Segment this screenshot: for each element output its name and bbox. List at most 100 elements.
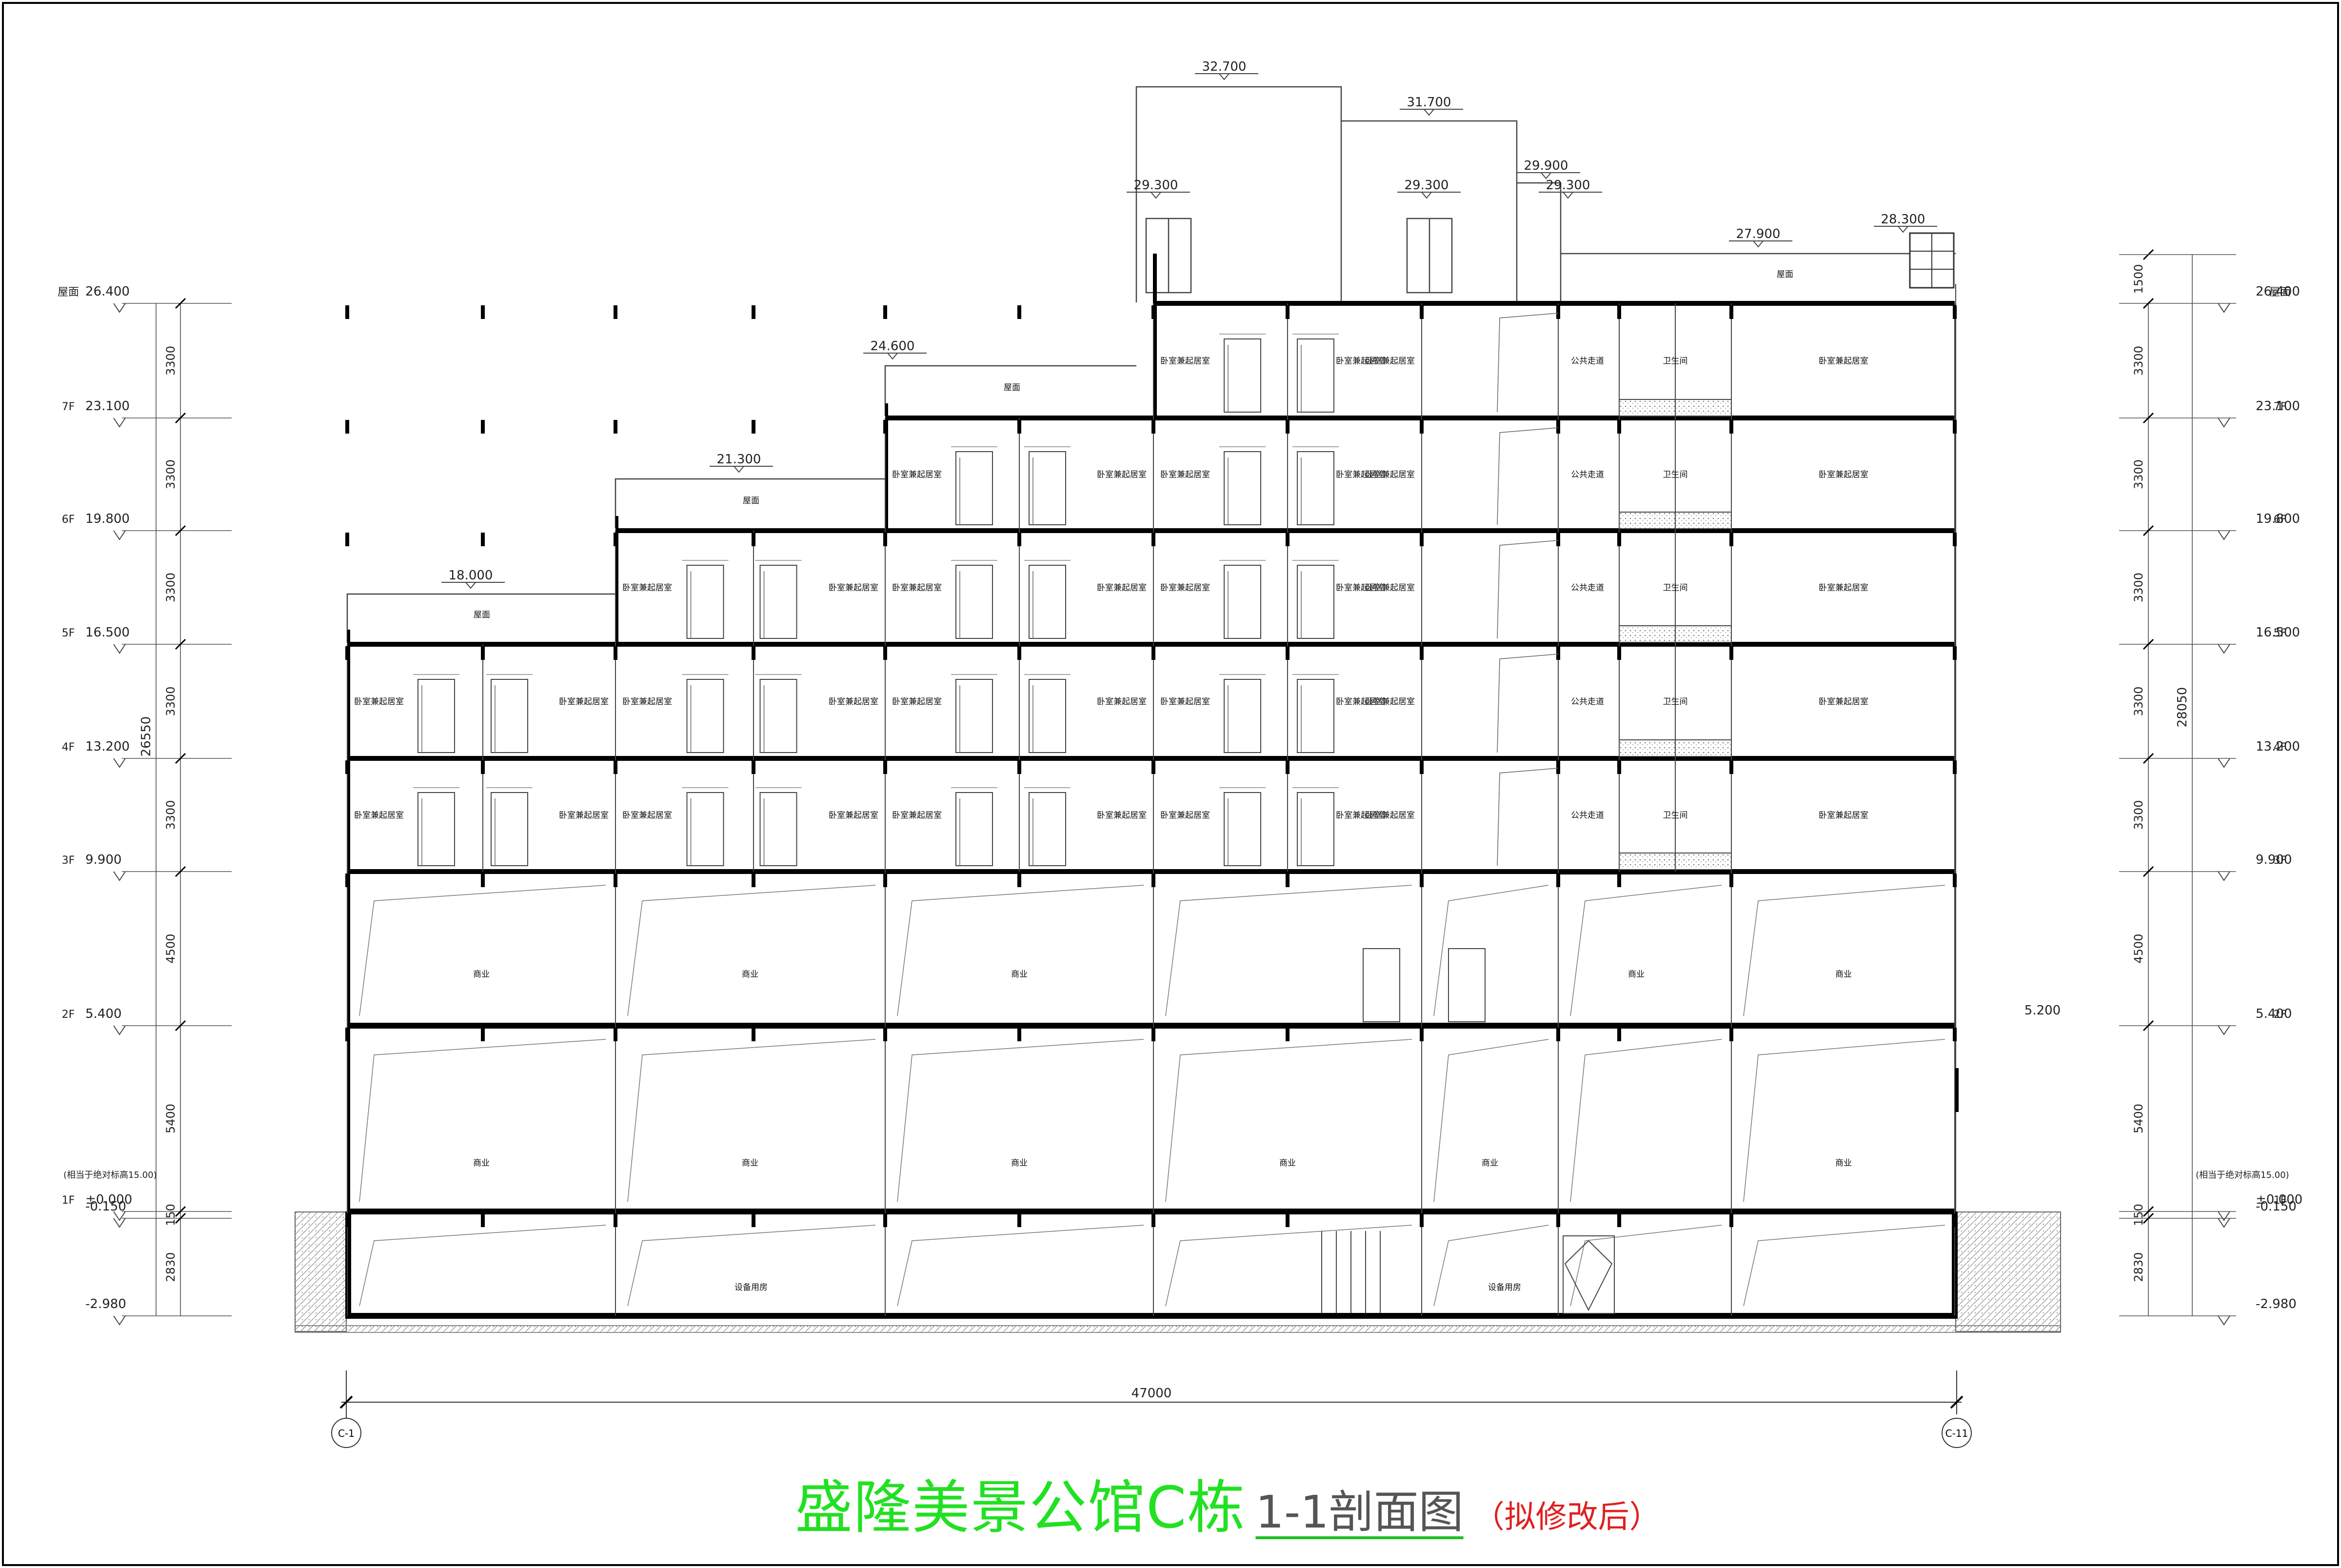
room-label-corridor: 公共走道 [1571,583,1604,593]
rooftop-vents [1909,232,1955,289]
dim-value: 1500 [2132,264,2145,294]
door-frame [955,792,993,866]
beam-stub [1286,1213,1290,1227]
room-label-commercial: 商业 [1011,1158,1028,1168]
room-label-bathroom: 卫生间 [1663,583,1688,593]
drawing-subtitle: 1-1剖面图 [1255,1486,1464,1538]
level-triangle [2218,303,2230,313]
beam-stub [1286,305,1290,319]
ramp-line [1165,885,1412,1016]
building-section [345,254,1959,1319]
beam-stub [481,305,485,319]
beam-stub [614,305,617,319]
beam-stub [1729,1028,1733,1041]
floor-slab [615,528,1955,533]
beam-stub [481,760,485,774]
elevation-triangle [887,353,898,360]
ramp-line [1433,1039,1549,1202]
room-label-commercial: 商业 [1279,1158,1296,1168]
beam-stub [1420,420,1424,434]
beam-stub [883,760,887,774]
beam-stub [1151,646,1155,660]
door-frame [955,565,993,639]
beam-stub [1556,873,1560,887]
elevation-triangle [1151,192,1161,199]
beam-stub [752,873,755,887]
dim-value: 3300 [164,459,178,489]
beam-stub [752,760,755,774]
level-elevation: 26.400 [85,284,130,299]
ramp-line [359,1039,606,1202]
beam-stub [1729,873,1733,887]
drawing-title: 盛隆美景公馆C栋 [795,1474,1246,1541]
level-floor: 屋面 [58,286,79,298]
room-label-commercial: 商业 [1835,970,1852,979]
dim-tick [2143,412,2154,424]
room-label-bedroom: 卧室兼起居室 [622,811,672,820]
beam-stub [1286,533,1290,546]
dim-tick [2143,1206,2154,1217]
elevation-triangle [465,582,476,589]
bathroom-floor-fill [1619,853,1732,870]
room-label-bedroom: 卧室兼起居室 [1365,811,1415,820]
elevation-mark: 32.700 [1202,60,1247,74]
room-label-bathroom: 卫生间 [1663,470,1688,480]
level-elevation: 5.400 [85,1007,121,1021]
level-elevation: 9.900 [2256,853,2292,867]
level-floor: 5F [62,627,75,639]
level-triangle [113,758,126,768]
dim-tick [175,298,186,309]
door-frame [1297,679,1334,753]
room-label-corridor: 公共走道 [1571,357,1604,366]
beam-stub [345,533,349,546]
beam-stub [1953,1213,1957,1227]
beam-stub [1729,1213,1733,1227]
room-label-bedroom: 卧室兼起居室 [892,811,942,820]
room-label-bedroom: 卧室兼起居室 [1365,357,1415,366]
level-floor: 6F [62,514,75,526]
room-label-roof: 屋面 [743,496,759,506]
room-label-bedroom: 卧室兼起居室 [829,811,878,820]
level-floor: 1F [2274,1194,2287,1207]
corridor-door-swing [1497,427,1559,525]
door-frame [491,792,528,866]
level-elevation: 23.100 [2256,399,2300,414]
room-label-bedroom: 卧室兼起居室 [354,697,404,707]
door-frame [686,679,724,753]
door-frame [759,792,797,866]
beam-stub [614,533,617,546]
beam-stub [614,646,617,660]
dim-value: 150 [2132,1204,2145,1226]
window-mark [1955,1068,1959,1112]
elevation-mark: 29.300 [1546,178,1590,193]
beam-stub [1729,760,1733,774]
ramp-line [897,885,1144,1016]
level-elevation: 5.400 [2256,1007,2292,1021]
floor-slab [347,756,1955,761]
drawing-note: （拟修改后） [1473,1499,1661,1535]
dim-tick [2143,1212,2154,1224]
room-label-equipment: 设备用房 [1488,1283,1521,1292]
dim-value: 3300 [164,686,178,716]
elevation-triangle [1753,240,1764,248]
level-floor: 2F [62,1009,75,1021]
floor-slab [347,1209,1955,1214]
corridor-door-swing [1497,313,1559,413]
total-height: 28050 [2175,687,2190,728]
level-elevation: 23.100 [85,399,130,414]
level-triangle [113,303,126,313]
room-label-bedroom: 卧室兼起居室 [1819,357,1868,366]
level-elevation: 13.200 [85,739,130,754]
beam-stub [1953,305,1957,319]
ramp-line [1743,1039,1945,1202]
level-triangle [113,417,126,428]
beam-stub [1953,1028,1957,1041]
level-floor: 屋面 [2269,286,2291,298]
level-elevation: -0.150 [85,1199,126,1214]
room-label-bedroom: 卧室兼起居室 [1097,470,1147,480]
door-frame [1029,679,1066,753]
dim-value: 2830 [164,1252,178,1282]
dim-tick [2143,753,2154,764]
dim-tick [2143,298,2154,309]
dim-value: 2830 [2132,1252,2145,1282]
